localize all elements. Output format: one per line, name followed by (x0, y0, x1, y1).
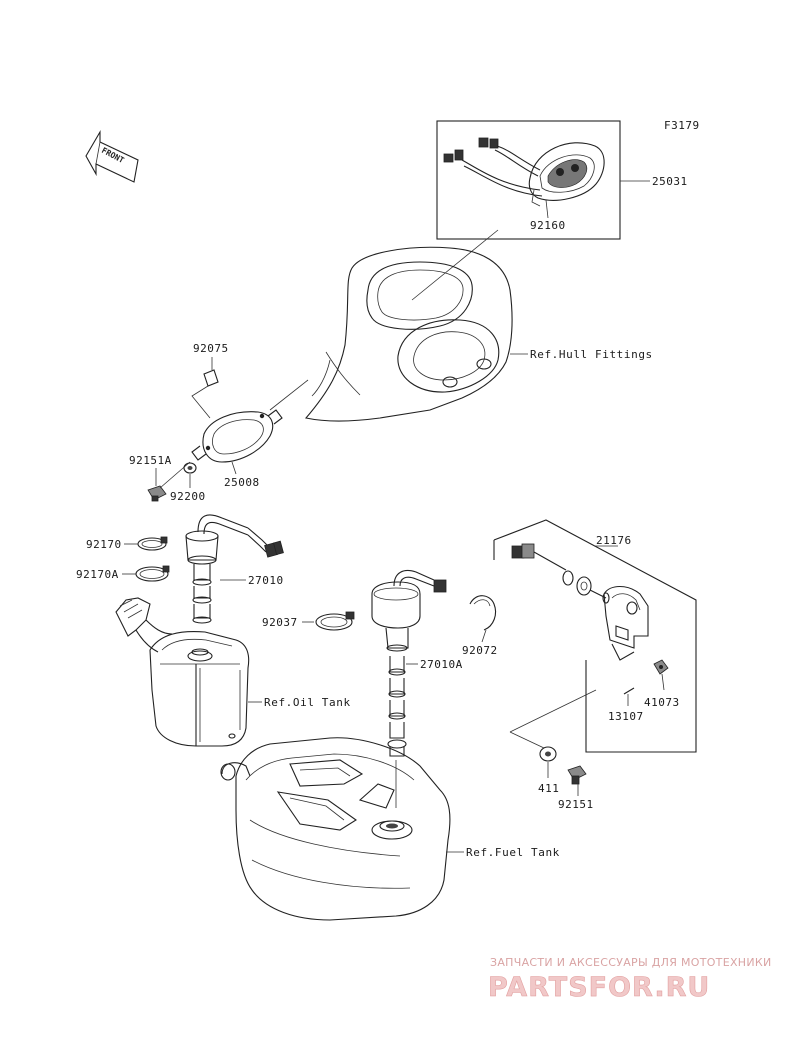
label-92072: 92072 (462, 644, 498, 657)
front-arrow-icon: FRONT (85, 129, 139, 183)
watermark-logo: PARTSFOR.RU (488, 972, 710, 1003)
label-92160: 92160 (530, 219, 566, 232)
nut-41073 (653, 659, 669, 675)
bolt-92151 (567, 765, 587, 785)
pin-13107 (623, 687, 635, 695)
label-92037: 92037 (262, 616, 298, 629)
sensor-27010A (371, 569, 447, 757)
clip-92072 (469, 595, 497, 631)
watermark-tagline: ЗАПЧАСТИ И АКСЕССУАРЫ ДЛЯ МОТОТЕХНИКИ (490, 956, 772, 969)
washer-411 (539, 746, 557, 762)
label-411: 411 (538, 782, 559, 795)
label-92151: 92151 (558, 798, 594, 811)
hull-fittings (304, 246, 513, 422)
meter-assembly-25031 (436, 120, 621, 240)
label-92200: 92200 (170, 490, 206, 503)
label-92170: 92170 (86, 538, 122, 551)
assembly-21176 (493, 519, 697, 753)
label-25008: 25008 (224, 476, 260, 489)
label-25031: 25031 (652, 175, 688, 188)
label-21176: 21176 (596, 534, 632, 547)
clamp-92037 (315, 611, 355, 631)
label-92075: 92075 (193, 342, 229, 355)
front-label: FRONT (100, 146, 126, 165)
label-27010A: 27010A (420, 658, 463, 671)
fuel-tank (220, 737, 451, 921)
bolt-92151A (147, 485, 167, 502)
figure-code: F3179 (664, 119, 700, 132)
bracket-25008 (191, 409, 283, 463)
label-13107: 13107 (608, 710, 644, 723)
sensor-27010 (185, 514, 284, 624)
label-41073: 41073 (644, 696, 680, 709)
ref-fuel-tank: Ref.Fuel Tank (466, 846, 560, 859)
clamp-92170 (137, 536, 168, 551)
ref-hull-fittings: Ref.Hull Fittings (530, 348, 653, 361)
oil-tank (115, 597, 250, 747)
label-92170A: 92170A (76, 568, 119, 581)
label-27010: 27010 (248, 574, 284, 587)
ref-oil-tank: Ref.Oil Tank (264, 696, 351, 709)
clip-92075 (203, 369, 219, 387)
clamp-92170A (135, 565, 170, 582)
washer-92200 (183, 462, 197, 474)
label-92151A: 92151A (129, 454, 172, 467)
